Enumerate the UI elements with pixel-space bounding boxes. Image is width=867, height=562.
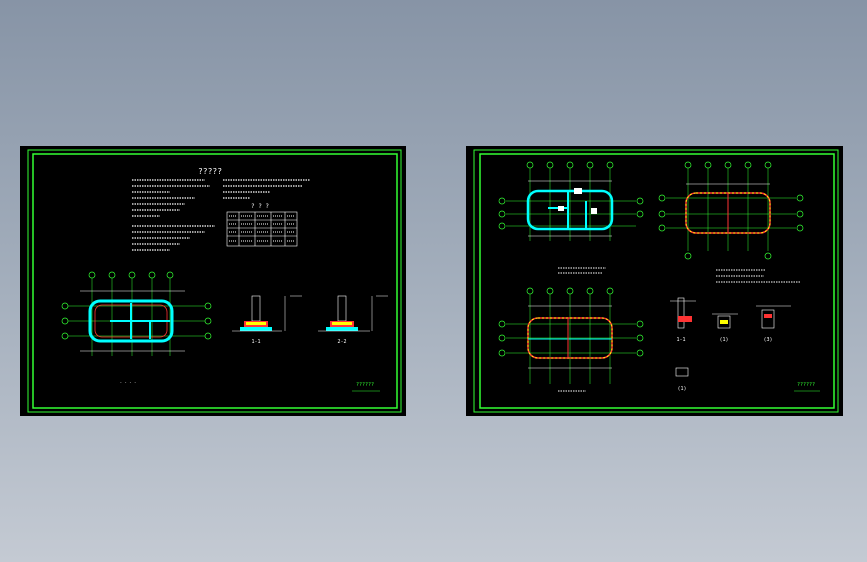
foundation-plan: - - - - — [61, 271, 212, 385]
sheet-title: ????? — [198, 167, 222, 176]
inner-frame — [32, 153, 398, 409]
drawing-sheet-right: 1-1 (1) (3) (1) ?????? — [466, 146, 843, 416]
floor-plan-1 — [498, 161, 644, 274]
detail-label-2: (1) — [719, 337, 728, 343]
title-block-name-right: ?????? — [797, 382, 815, 388]
detail-section-4: (1) — [675, 367, 689, 392]
detail-label-1: 1-1 — [676, 337, 685, 343]
notes-block-left — [132, 179, 215, 251]
sheet-right-canvas: 1-1 (1) (3) (1) ?????? — [473, 149, 839, 413]
floor-plan-2 — [658, 161, 804, 283]
detail-label-3: (3) — [763, 337, 772, 343]
detail-section-2: (1) — [712, 313, 738, 343]
section-detail-1: 1-1 — [232, 295, 302, 345]
inner-frame — [479, 153, 835, 409]
drawing-sheet-left: ????? ? ? ? — [20, 146, 406, 416]
outer-frame — [473, 149, 839, 413]
table-title: ? ? ? — [251, 203, 269, 210]
foundation-outline — [88, 299, 174, 343]
svg-text:- - - -: - - - - — [120, 380, 137, 385]
material-table — [226, 211, 298, 247]
notes-block-right — [223, 179, 310, 199]
section-label-2: 2-2 — [337, 339, 346, 345]
section-detail-2: 2-2 — [318, 295, 388, 345]
sheet-left-canvas: ????? ? ? ? — [27, 149, 402, 413]
detail-section-3: (3) — [756, 305, 791, 343]
detail-section-1: 1-1 — [670, 297, 696, 343]
title-block-name: ?????? — [356, 382, 374, 388]
outer-frame — [27, 149, 402, 413]
table-cells — [229, 215, 295, 242]
section-label-1: 1-1 — [251, 339, 260, 345]
floor-plan-3 — [498, 287, 644, 392]
detail-label-4: (1) — [677, 386, 686, 392]
